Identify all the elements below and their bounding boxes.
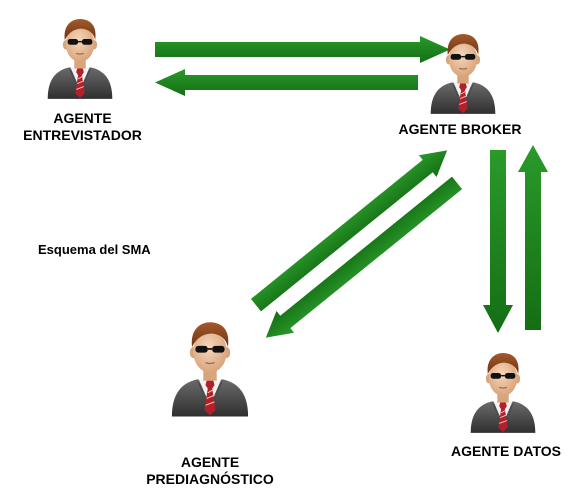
agent-datos-label: AGENTE DATOS — [436, 443, 576, 460]
agent-entrevistador-label-line2: ENTREVISTADOR — [23, 127, 142, 143]
agent-entrevistador-label: AGENTE ENTREVISTADOR — [20, 110, 145, 144]
agent-entrevistador-label-line1: AGENTE — [53, 110, 112, 126]
arrow-broker-to-datos — [483, 150, 513, 333]
agent-broker-label: AGENTE BROKER — [380, 121, 540, 138]
agent-prediagnostico-label-line1: AGENTE — [180, 454, 240, 470]
agent-broker-label-line1: AGENTE BROKER — [398, 121, 522, 137]
agent-datos-label-line1: AGENTE DATOS — [451, 443, 561, 459]
agent-datos-icon — [470, 352, 536, 434]
arrow-datos-to-broker — [518, 145, 548, 330]
arrow-prediagnostico-to-broker — [250, 150, 448, 312]
agent-entrevistador-icon — [47, 18, 113, 100]
arrow-entrevistador-to-broker — [155, 36, 450, 63]
arrow-broker-to-entrevistador — [155, 69, 418, 96]
agent-prediagnostico-icon — [171, 321, 249, 418]
diagram-caption: Esquema del SMA — [38, 242, 151, 257]
agent-prediagnostico-label-line2: PREDIAGNÓSTICO — [146, 471, 274, 487]
arrow-broker-to-prediagnostico — [265, 176, 463, 338]
agent-prediagnostico-label: AGENTE PREDIAGNÓSTICO — [130, 454, 290, 488]
